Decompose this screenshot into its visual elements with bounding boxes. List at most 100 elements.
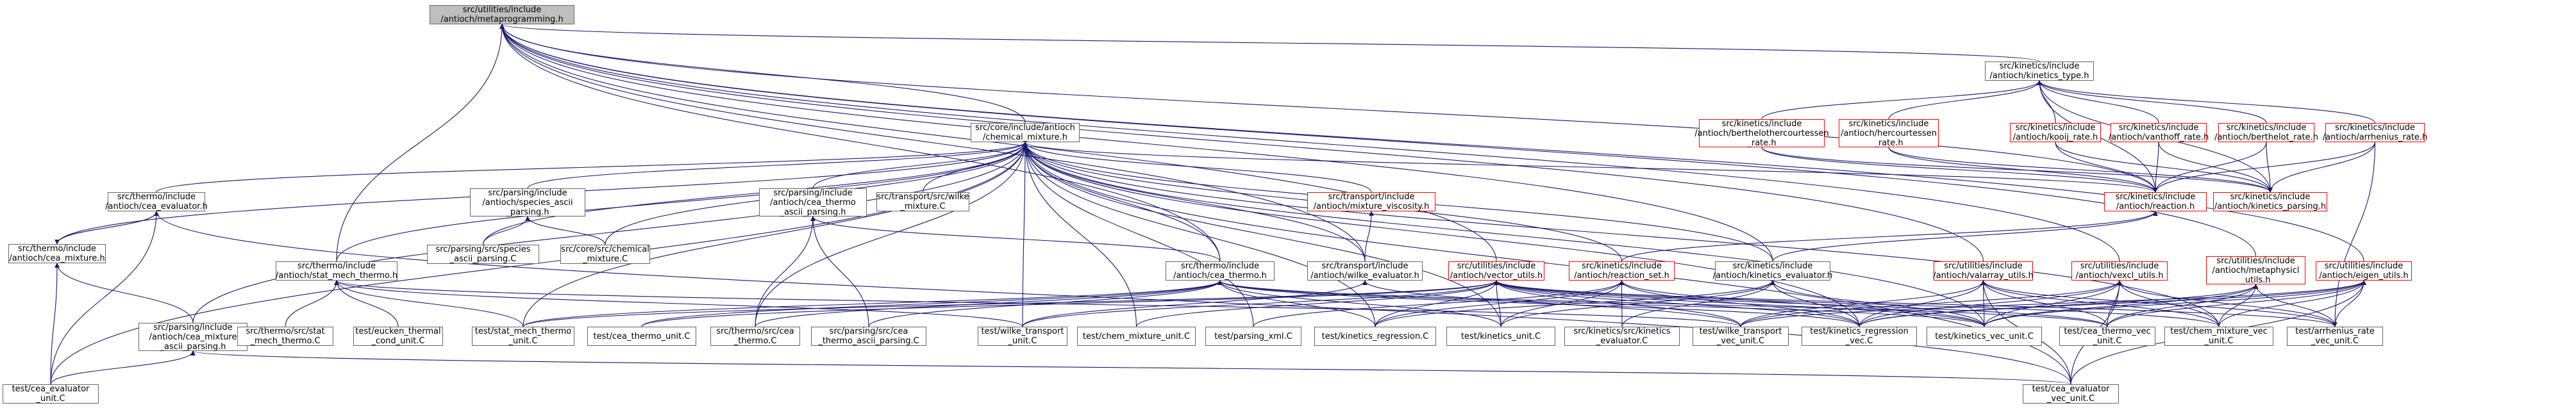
edge-ceathasc-to-cm	[812, 142, 1028, 189]
graph-node-eucken_c[interactable]: test/eucken_thermal_cond_unit.C	[353, 327, 443, 346]
graph-node-vanthoff[interactable]: src/kinetics/include/antioch/vanthoff_ra…	[2109, 123, 2209, 142]
graph-node-kinunit[interactable]: test/kinetics_unit.C	[1446, 327, 1555, 346]
graph-node-wilketransunit[interactable]: test/wilke_transport_unit.C	[978, 327, 1067, 346]
graph-node-statmech[interactable]: src/thermo/include/antioch/stat_mech_the…	[276, 261, 397, 281]
graph-node-ceaeval[interactable]: src/thermo/include/antioch/cea_evaluator…	[105, 192, 208, 211]
edge-parsingxml-to-rxnset	[1253, 280, 1625, 327]
edge-kinregvec-to-valarr	[1859, 280, 1986, 327]
edge-mixvisc-to-cm	[1023, 142, 1372, 193]
graph-node-arrhenius[interactable]: src/kinetics/include/antioch/arrhenius_r…	[2323, 123, 2427, 142]
graph-node-ceaevalvec[interactable]: test/cea_evaluator_vec_unit.C	[2023, 384, 2119, 404]
graph-node-metaphys[interactable]: src/utilities/include/antioch/metaphysic…	[2206, 256, 2305, 285]
node-label-line: src/transport/include	[1328, 192, 1415, 202]
node-label-line: /antioch/reaction.h	[2116, 202, 2195, 211]
node-label-line: _cond_unit.C	[371, 336, 425, 346]
graph-node-specasc[interactable]: src/parsing/include/antioch/species_asci…	[470, 188, 585, 217]
graph-node-kooij[interactable]: src/kinetics/include/antioch/kooij_rate.…	[2010, 123, 2101, 142]
edge-chemmixvec-to-cm	[1023, 142, 2220, 327]
graph-node-ceathasc[interactable]: src/parsing/include/antioch/cea_thermo_a…	[759, 188, 867, 217]
edge-arrhvec-to-valarr	[1980, 280, 2336, 327]
graph-node-hcs[interactable]: src/kinetics/include/antioch/hercourtess…	[1839, 119, 1939, 148]
graph-node-parsingxml[interactable]: test/parsing_xml.C	[1205, 327, 1301, 346]
graph-node-ceathermovec[interactable]: test/cea_thermo_vec_unit.C	[2059, 327, 2155, 346]
node-label-line: src/kinetics/include	[1721, 119, 1802, 129]
node-label-line: /antioch/metaphysicl	[2212, 265, 2300, 275]
graph-node-kparsing[interactable]: src/kinetics/include/antioch/kinetics_pa…	[2213, 192, 2327, 211]
graph-node-reaction[interactable]: src/kinetics/include/antioch/reaction.h	[2104, 192, 2207, 211]
node-label-line: src/kinetics/src/kinetics	[1573, 327, 1671, 336]
graph-node-wilkevec[interactable]: test/wilke_transport_vec_unit.C	[1693, 327, 1789, 346]
graph-node-wilkemix[interactable]: src/transport/src/wilke_mixture.C	[876, 192, 969, 211]
graph-node-statmechunit[interactable]: test/stat_mech_thermo_unit.C	[472, 327, 574, 346]
graph-node-eigen[interactable]: src/utilities/include/antioch/eigen_util…	[2316, 261, 2412, 281]
graph-node-kinreg[interactable]: test/kinetics_regression.C	[1314, 327, 1436, 346]
edge-kinregvec-to-kineval	[1770, 280, 1860, 327]
node-label-line: _ascii_parsing.h	[780, 207, 846, 217]
edge-chemmixunit-to-vecutils	[1135, 280, 1499, 327]
node-label-line: src/utilities/include	[462, 5, 542, 15]
graph-node-kinregvec[interactable]: test/kinetics_regression_vec.C	[1802, 327, 1917, 346]
graph-node-arrhvec[interactable]: test/arrhenius_rate_vec_unit.C	[2287, 327, 2383, 346]
graph-node-chemmixunit[interactable]: test/chem_mixture_unit.C	[1077, 327, 1196, 346]
graph-node-kt[interactable]: src/kinetics/include/antioch/kinetics_ty…	[1985, 61, 2094, 81]
node-label-line: test/kinetics_regression.C	[1321, 331, 1429, 341]
graph-node-chemmix_c[interactable]: src/core/src/chemical_mixture.C	[560, 245, 650, 264]
edge-ceaevalvec-to-ceamixasc	[190, 350, 2071, 385]
node-label-line: src/utilities/include	[2324, 261, 2404, 271]
graph-node-kineval_c[interactable]: src/kinetics/src/kinetics_evaluator.C	[1564, 327, 1680, 346]
edge-ceaevalvec-to-ceaeval	[154, 211, 2071, 385]
edge-statmechunit-to-statmech	[334, 280, 524, 327]
graph-node-vecutils[interactable]: src/utilities/include/antioch/vector_uti…	[1448, 261, 1544, 281]
node-label-line: /antioch/valarray_utils.h	[1933, 271, 2034, 281]
graph-node-ceamix[interactable]: src/thermo/include/antioch/cea_mixture.h	[8, 244, 106, 263]
node-label-line: /antioch/reaction_set.h	[1574, 271, 1669, 281]
graph-node-ceathasc_c[interactable]: src/parsing/src/cea_thermo_ascii_parsing…	[811, 327, 926, 346]
node-label-line: /antioch/mixture_viscosity.h	[1313, 202, 1430, 211]
node-label-line: test/parsing_xml.C	[1214, 331, 1292, 341]
graph-node-statmech_c[interactable]: src/thermo/src/stat_mech_thermo.C	[237, 327, 333, 346]
graph-node-chemmixvec[interactable]: test/chem_mixture_vec_unit.C	[2164, 327, 2273, 346]
graph-node-ceaevalunit[interactable]: test/cea_evaluator_unit.C	[3, 384, 99, 404]
node-label-line: _ascii_parsing.h	[160, 341, 226, 352]
graph-node-bhs[interactable]: src/kinetics/include/antioch/berthelothe…	[1694, 119, 1828, 148]
edge-kt-to-root	[499, 24, 2040, 62]
graph-node-cm[interactable]: src/core/include/antioch/chemical_mixtur…	[971, 123, 1080, 142]
graph-node-ceathermo_c[interactable]: src/thermo/src/cea_thermo.C	[710, 327, 800, 346]
node-label-line: src/kinetics/include	[1999, 61, 2080, 71]
edge-ceathermo_c-to-ceathermo	[755, 280, 1223, 327]
edge-wilkevec-to-wilkeeval	[1362, 280, 1741, 327]
graph-node-ceamixasc[interactable]: src/parsing/include/antioch/cea_mixture_…	[138, 323, 247, 352]
graph-node-specasc_c[interactable]: src/parsing/src/species_ascii_parsing.C	[427, 245, 539, 264]
edge-wilkevec-to-statmech	[334, 280, 1741, 327]
edge-statmech-to-cm	[336, 142, 1028, 262]
graph-node-kinvecunit[interactable]: test/kinetics_vec_unit.C	[1927, 327, 2042, 346]
edge-ceathermo_c-to-ceathasc	[755, 216, 815, 327]
node-label-line: _parsing.h	[506, 207, 549, 217]
node-label-line: /antioch/cea_thermo	[770, 197, 856, 208]
graph-node-vexcl[interactable]: src/utilities/include/antioch/vexcl_util…	[2071, 261, 2168, 281]
edge-ceathermovec-to-ceathermo	[1217, 280, 2108, 327]
node-label-line: src/kinetics/include	[2335, 123, 2415, 133]
graph-node-valarr[interactable]: src/utilities/include/antioch/valarray_u…	[1933, 261, 2034, 281]
graph-node-ceathermounit[interactable]: test/cea_thermo_unit.C	[587, 327, 696, 346]
edge-ceamixasc-to-cm	[192, 142, 1028, 323]
edge-rxnset-to-reaction	[1621, 211, 2158, 262]
node-label-line: src/parsing/src/cea	[829, 327, 908, 336]
node-label-line: src/core/include/antioch	[975, 123, 1075, 133]
node-label-line: /antioch/cea_mixture	[149, 332, 237, 342]
graph-node-wilkeeval[interactable]: src/transport/include/antioch/wilke_eval…	[1307, 261, 1423, 281]
graph-node-berthelot[interactable]: src/kinetics/include/antioch/berthelot_r…	[2214, 123, 2318, 142]
graph-node-rxnset[interactable]: src/kinetics/include/antioch/reaction_se…	[1569, 261, 1675, 281]
edge-kinvecunit-to-ceathermo	[1217, 280, 1985, 327]
node-label-line: _unit.C	[508, 336, 538, 346]
edge-kinunit-to-rxnset	[1500, 280, 1625, 327]
edge-bhs-to-reaction	[1761, 147, 2158, 193]
edge-kineval_c-to-kineval	[1621, 280, 1775, 327]
graph-node-mixvisc[interactable]: src/transport/include/antioch/mixture_vi…	[1307, 192, 1435, 211]
graph-node-ceathermo[interactable]: src/thermo/include/antioch/cea_thermo.h	[1166, 261, 1275, 281]
node-label-line: src/transport/src/wilke	[876, 192, 969, 202]
graph-node-kineval[interactable]: src/kinetics/include/antioch/kinetics_ev…	[1713, 261, 1832, 281]
node-label-line: test/kinetics_vec_unit.C	[1935, 331, 2034, 341]
node-label-line: /antioch/cea_thermo.h	[1173, 271, 1267, 281]
node-label-line: src/parsing/include	[773, 188, 853, 198]
